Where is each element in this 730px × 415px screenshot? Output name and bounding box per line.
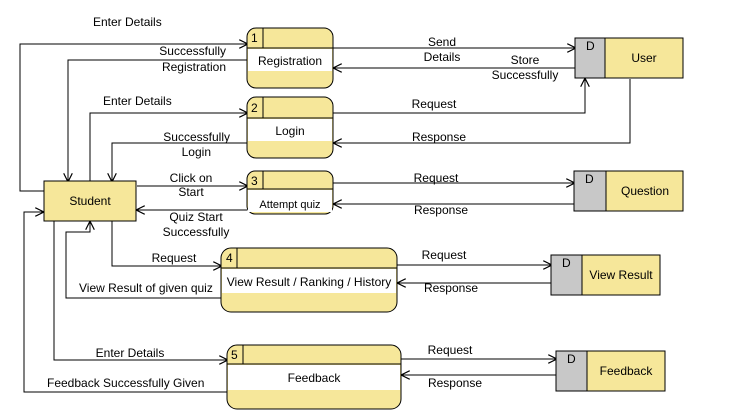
process-5-label: Feedback bbox=[288, 371, 342, 385]
process-view-result: 4 View Result / Ranking / History bbox=[220, 247, 398, 313]
store-user: D User bbox=[574, 37, 684, 79]
label-response-result: Response bbox=[424, 281, 478, 295]
process-4-label: View Result / Ranking / History bbox=[227, 275, 392, 289]
process-feedback: 5 Feedback bbox=[226, 344, 402, 410]
label-response-feedback: Response bbox=[428, 376, 482, 390]
process-3-label: Attempt quiz bbox=[259, 199, 320, 211]
process-2-label: Login bbox=[275, 124, 304, 138]
label-response-user: Response bbox=[412, 130, 466, 144]
store-view-result-label: View Result bbox=[589, 268, 653, 282]
flow-student-to-login bbox=[89, 113, 247, 181]
label-response-question: Response bbox=[414, 203, 468, 217]
process-2-number: 2 bbox=[251, 101, 258, 115]
label-store: Store bbox=[511, 53, 540, 67]
store-feedback: D Feedback bbox=[555, 350, 666, 392]
flow-student-to-viewresult bbox=[111, 221, 221, 266]
label-quiz-start: Quiz Start bbox=[169, 210, 223, 224]
label-login: Login bbox=[182, 145, 211, 159]
store-view-result: D View Result bbox=[550, 254, 661, 296]
label-successfully-2: Successfully bbox=[163, 130, 230, 144]
store-question-label: Question bbox=[621, 184, 669, 198]
label-successfully-3: Successfully bbox=[163, 225, 230, 239]
flow-login-to-user bbox=[333, 79, 585, 114]
label-feedback-given: Feedback Successfully Given bbox=[47, 376, 204, 390]
label-request-question: Request bbox=[414, 171, 459, 185]
store-user-label: User bbox=[631, 51, 656, 65]
flow-registration-to-student bbox=[68, 59, 247, 181]
process-login: 2 Login bbox=[246, 96, 334, 159]
store-feedback-label: Feedback bbox=[600, 364, 654, 378]
label-enter-details-1: Enter Details bbox=[93, 15, 162, 29]
store-question-id: D bbox=[585, 172, 594, 186]
store-feedback-id: D bbox=[567, 352, 576, 366]
entity-student: Student bbox=[43, 180, 137, 222]
label-successfully-1: Successfully bbox=[159, 44, 226, 58]
label-enter-details-5: Enter Details bbox=[96, 346, 165, 360]
label-request-4: Request bbox=[152, 251, 197, 265]
process-4-number: 4 bbox=[226, 251, 233, 265]
process-attempt-quiz: 3 Attempt quiz bbox=[246, 170, 334, 215]
flow-feedback-to-student bbox=[23, 212, 227, 393]
label-start: Start bbox=[178, 185, 204, 199]
label-enter-details-2: Enter Details bbox=[103, 94, 172, 108]
entity-student-label: Student bbox=[69, 194, 111, 208]
process-registration: 1 Registration bbox=[246, 27, 334, 89]
flow-user-to-login bbox=[334, 79, 631, 143]
flow-student-to-registration bbox=[19, 44, 247, 192]
label-request-feedback: Request bbox=[428, 343, 473, 357]
process-5-number: 5 bbox=[231, 348, 238, 362]
label-view-result-given-quiz: View Result of given quiz bbox=[79, 281, 213, 295]
label-request-user: Request bbox=[412, 97, 457, 111]
label-click-on: Click on bbox=[170, 171, 213, 185]
flow-login-to-student bbox=[112, 142, 247, 181]
label-successfully-store: Successfully bbox=[492, 68, 559, 82]
process-1-number: 1 bbox=[251, 31, 258, 45]
flow-student-to-feedback bbox=[53, 221, 227, 360]
store-user-id: D bbox=[586, 39, 595, 53]
flow-viewresult-to-student bbox=[65, 222, 221, 299]
label-details: Details bbox=[424, 50, 461, 64]
label-request-result: Request bbox=[422, 248, 467, 262]
process-1-label: Registration bbox=[258, 54, 322, 68]
flow-labels: Enter Details Successfully Registration … bbox=[47, 15, 558, 390]
store-question: D Question bbox=[573, 170, 684, 212]
label-registration: Registration bbox=[162, 60, 226, 74]
process-3-number: 3 bbox=[251, 174, 258, 188]
label-send: Send bbox=[428, 35, 456, 49]
store-view-result-id: D bbox=[562, 256, 571, 270]
